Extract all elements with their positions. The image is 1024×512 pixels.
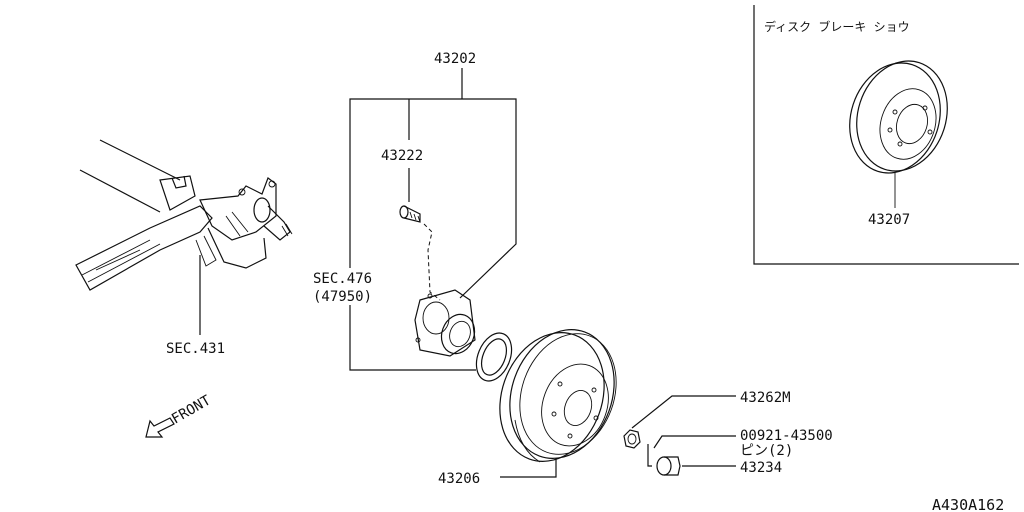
hub-cap-illustration: [656, 456, 681, 476]
figure-id: A430A162: [932, 496, 1004, 512]
assembly-bracket: [349, 98, 517, 299]
label-pin-note: ピン(2): [740, 443, 793, 459]
label-pin-part: 00921-43500: [740, 428, 833, 444]
label-43262m: 43262M: [740, 390, 791, 406]
disc-inset-frame: [753, 5, 1019, 265]
hub-bolt-illustration: [399, 205, 421, 223]
label-43206: 43206: [438, 471, 480, 487]
hub-nut-illustration: [623, 429, 641, 449]
rear-axle-illustration: [75, 139, 293, 291]
snap-ring-illustration: [475, 332, 513, 382]
bolt-dashed-path: [423, 223, 441, 301]
hub-bearing-illustration: [414, 289, 476, 357]
pin-illustration: [647, 444, 652, 467]
disc-inset-title: ディスク ブレーキ ショウ: [764, 19, 910, 34]
label-43234: 43234: [740, 460, 782, 476]
label-sec476: SEC.476: [313, 271, 372, 287]
pin-leader: [653, 435, 736, 449]
nut-leader: [631, 395, 736, 429]
label-43207: 43207: [868, 212, 910, 228]
brake-drum-illustration: [499, 329, 617, 463]
label-front: FRONT: [169, 392, 214, 427]
label-sec431: SEC.431: [166, 341, 225, 357]
drum-leader: [500, 458, 557, 478]
label-47950: (47950): [313, 289, 372, 305]
assembly-bracket-bottom: [349, 305, 476, 371]
front-arrow-icon: [145, 417, 175, 438]
label-43202: 43202: [434, 51, 476, 67]
label-43222: 43222: [381, 148, 423, 164]
disc-rotor-illustration: [849, 60, 948, 174]
